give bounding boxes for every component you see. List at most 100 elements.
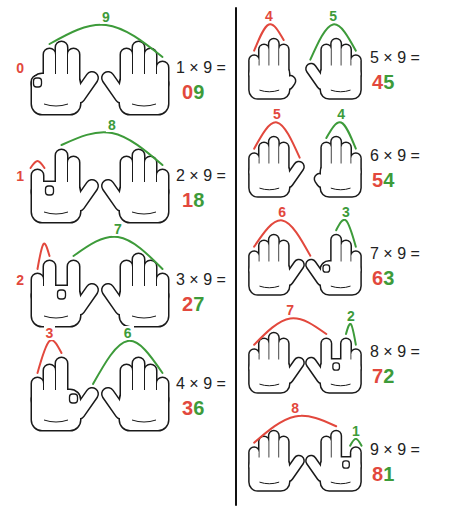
palm-crease bbox=[331, 188, 351, 190]
palm bbox=[321, 66, 360, 99]
palm bbox=[32, 390, 80, 430]
finger-count: 2 bbox=[345, 309, 357, 323]
answer-digit: 4 bbox=[383, 170, 394, 190]
finger-count: 4 bbox=[263, 9, 275, 23]
palm bbox=[321, 458, 360, 491]
hand-drawing bbox=[313, 137, 360, 196]
finger-count: 1 bbox=[14, 169, 26, 183]
hand-drawing bbox=[250, 137, 306, 196]
palm bbox=[321, 164, 360, 197]
hand-outline bbox=[305, 431, 361, 490]
folded-finger-nail bbox=[70, 394, 78, 403]
multiplication-problem: 7 × 9 = bbox=[370, 246, 420, 262]
palm bbox=[120, 390, 168, 430]
hand-outline bbox=[305, 339, 361, 392]
palm-crease bbox=[331, 384, 351, 386]
finger-count: 3 bbox=[340, 205, 352, 219]
palm bbox=[321, 360, 360, 393]
palm bbox=[120, 286, 168, 326]
finger-arc bbox=[93, 341, 163, 384]
finger-count: 4 bbox=[335, 107, 347, 121]
palm bbox=[32, 182, 80, 222]
hand-drawing bbox=[32, 261, 100, 326]
finger-count: 3 bbox=[44, 326, 56, 340]
hand-outline bbox=[305, 235, 361, 294]
answer-digit: 2 bbox=[182, 294, 193, 314]
palm-crease bbox=[331, 90, 351, 92]
multiplication-problem: 4 × 9 = bbox=[176, 376, 226, 392]
finger-arc bbox=[350, 439, 361, 446]
hand-outline bbox=[32, 261, 100, 326]
palm bbox=[250, 164, 289, 197]
palm bbox=[321, 262, 360, 295]
palm-crease bbox=[259, 286, 279, 288]
finger-count: 7 bbox=[284, 303, 296, 317]
hand-outline bbox=[305, 39, 361, 98]
palm bbox=[32, 74, 80, 114]
finger-arc bbox=[38, 244, 50, 269]
answer-digit: 6 bbox=[193, 398, 204, 418]
folded-finger-nail bbox=[333, 363, 340, 370]
folded-finger-nail bbox=[58, 290, 66, 299]
palm-crease bbox=[331, 482, 351, 484]
palm-crease bbox=[259, 482, 279, 484]
hand-outline bbox=[305, 339, 361, 392]
finger-arc bbox=[254, 122, 300, 157]
answer-digit: 5 bbox=[372, 170, 383, 190]
palm-crease bbox=[132, 316, 156, 318]
hand-drawing bbox=[100, 358, 168, 430]
finger-count: 0 bbox=[14, 61, 26, 75]
finger-count: 5 bbox=[271, 107, 283, 121]
palm bbox=[321, 66, 360, 99]
finger-count: 6 bbox=[276, 205, 288, 219]
palm bbox=[321, 262, 360, 295]
palm bbox=[120, 74, 168, 114]
answer-digit: 6 bbox=[372, 268, 383, 288]
answer-digit: 3 bbox=[383, 268, 394, 288]
finger-arc bbox=[336, 220, 356, 247]
palm bbox=[250, 66, 289, 99]
hand-outline bbox=[32, 358, 100, 430]
multiplication-problem: 2 × 9 = bbox=[176, 168, 226, 184]
hand-outline bbox=[313, 137, 360, 196]
palm bbox=[250, 262, 289, 295]
hand-outline bbox=[32, 42, 100, 114]
answer-digit: 1 bbox=[182, 190, 193, 210]
palm bbox=[321, 458, 360, 491]
finger-count: 6 bbox=[122, 326, 134, 340]
palm-crease bbox=[132, 104, 156, 106]
hand-drawing bbox=[305, 339, 361, 392]
multiplication-problem: 5 × 9 = bbox=[370, 50, 420, 66]
hand-outline bbox=[32, 261, 100, 326]
hand-outline bbox=[305, 39, 361, 98]
multiplication-problem: 8 × 9 = bbox=[370, 344, 420, 360]
finger-count: 2 bbox=[14, 273, 26, 287]
hand-outline bbox=[305, 235, 361, 294]
palm bbox=[250, 360, 289, 393]
hand-drawing bbox=[250, 39, 297, 98]
palm-crease bbox=[44, 420, 68, 422]
hand-outline bbox=[250, 235, 306, 294]
folded-finger-nail bbox=[343, 461, 350, 468]
palm-crease bbox=[132, 212, 156, 214]
answer-digit: 8 bbox=[193, 190, 204, 210]
hand-drawing bbox=[32, 150, 100, 222]
hand-drawing bbox=[32, 358, 100, 430]
finger-count: 8 bbox=[289, 401, 301, 415]
palm bbox=[32, 286, 80, 326]
hand-outline bbox=[250, 235, 306, 294]
folded-finger-nail bbox=[46, 186, 54, 195]
palm-crease bbox=[259, 188, 279, 190]
divider-line bbox=[235, 8, 237, 505]
palm bbox=[321, 164, 360, 197]
answer-digit: 7 bbox=[372, 366, 383, 386]
folded-finger-nail bbox=[34, 78, 42, 87]
finger-count: 7 bbox=[112, 222, 124, 236]
palm bbox=[32, 74, 80, 114]
finger-arc bbox=[38, 340, 62, 373]
hand-outline bbox=[250, 39, 297, 98]
finger-arc bbox=[62, 132, 163, 165]
palm bbox=[120, 74, 168, 114]
finger-count: 8 bbox=[106, 118, 118, 132]
palm bbox=[120, 390, 168, 430]
